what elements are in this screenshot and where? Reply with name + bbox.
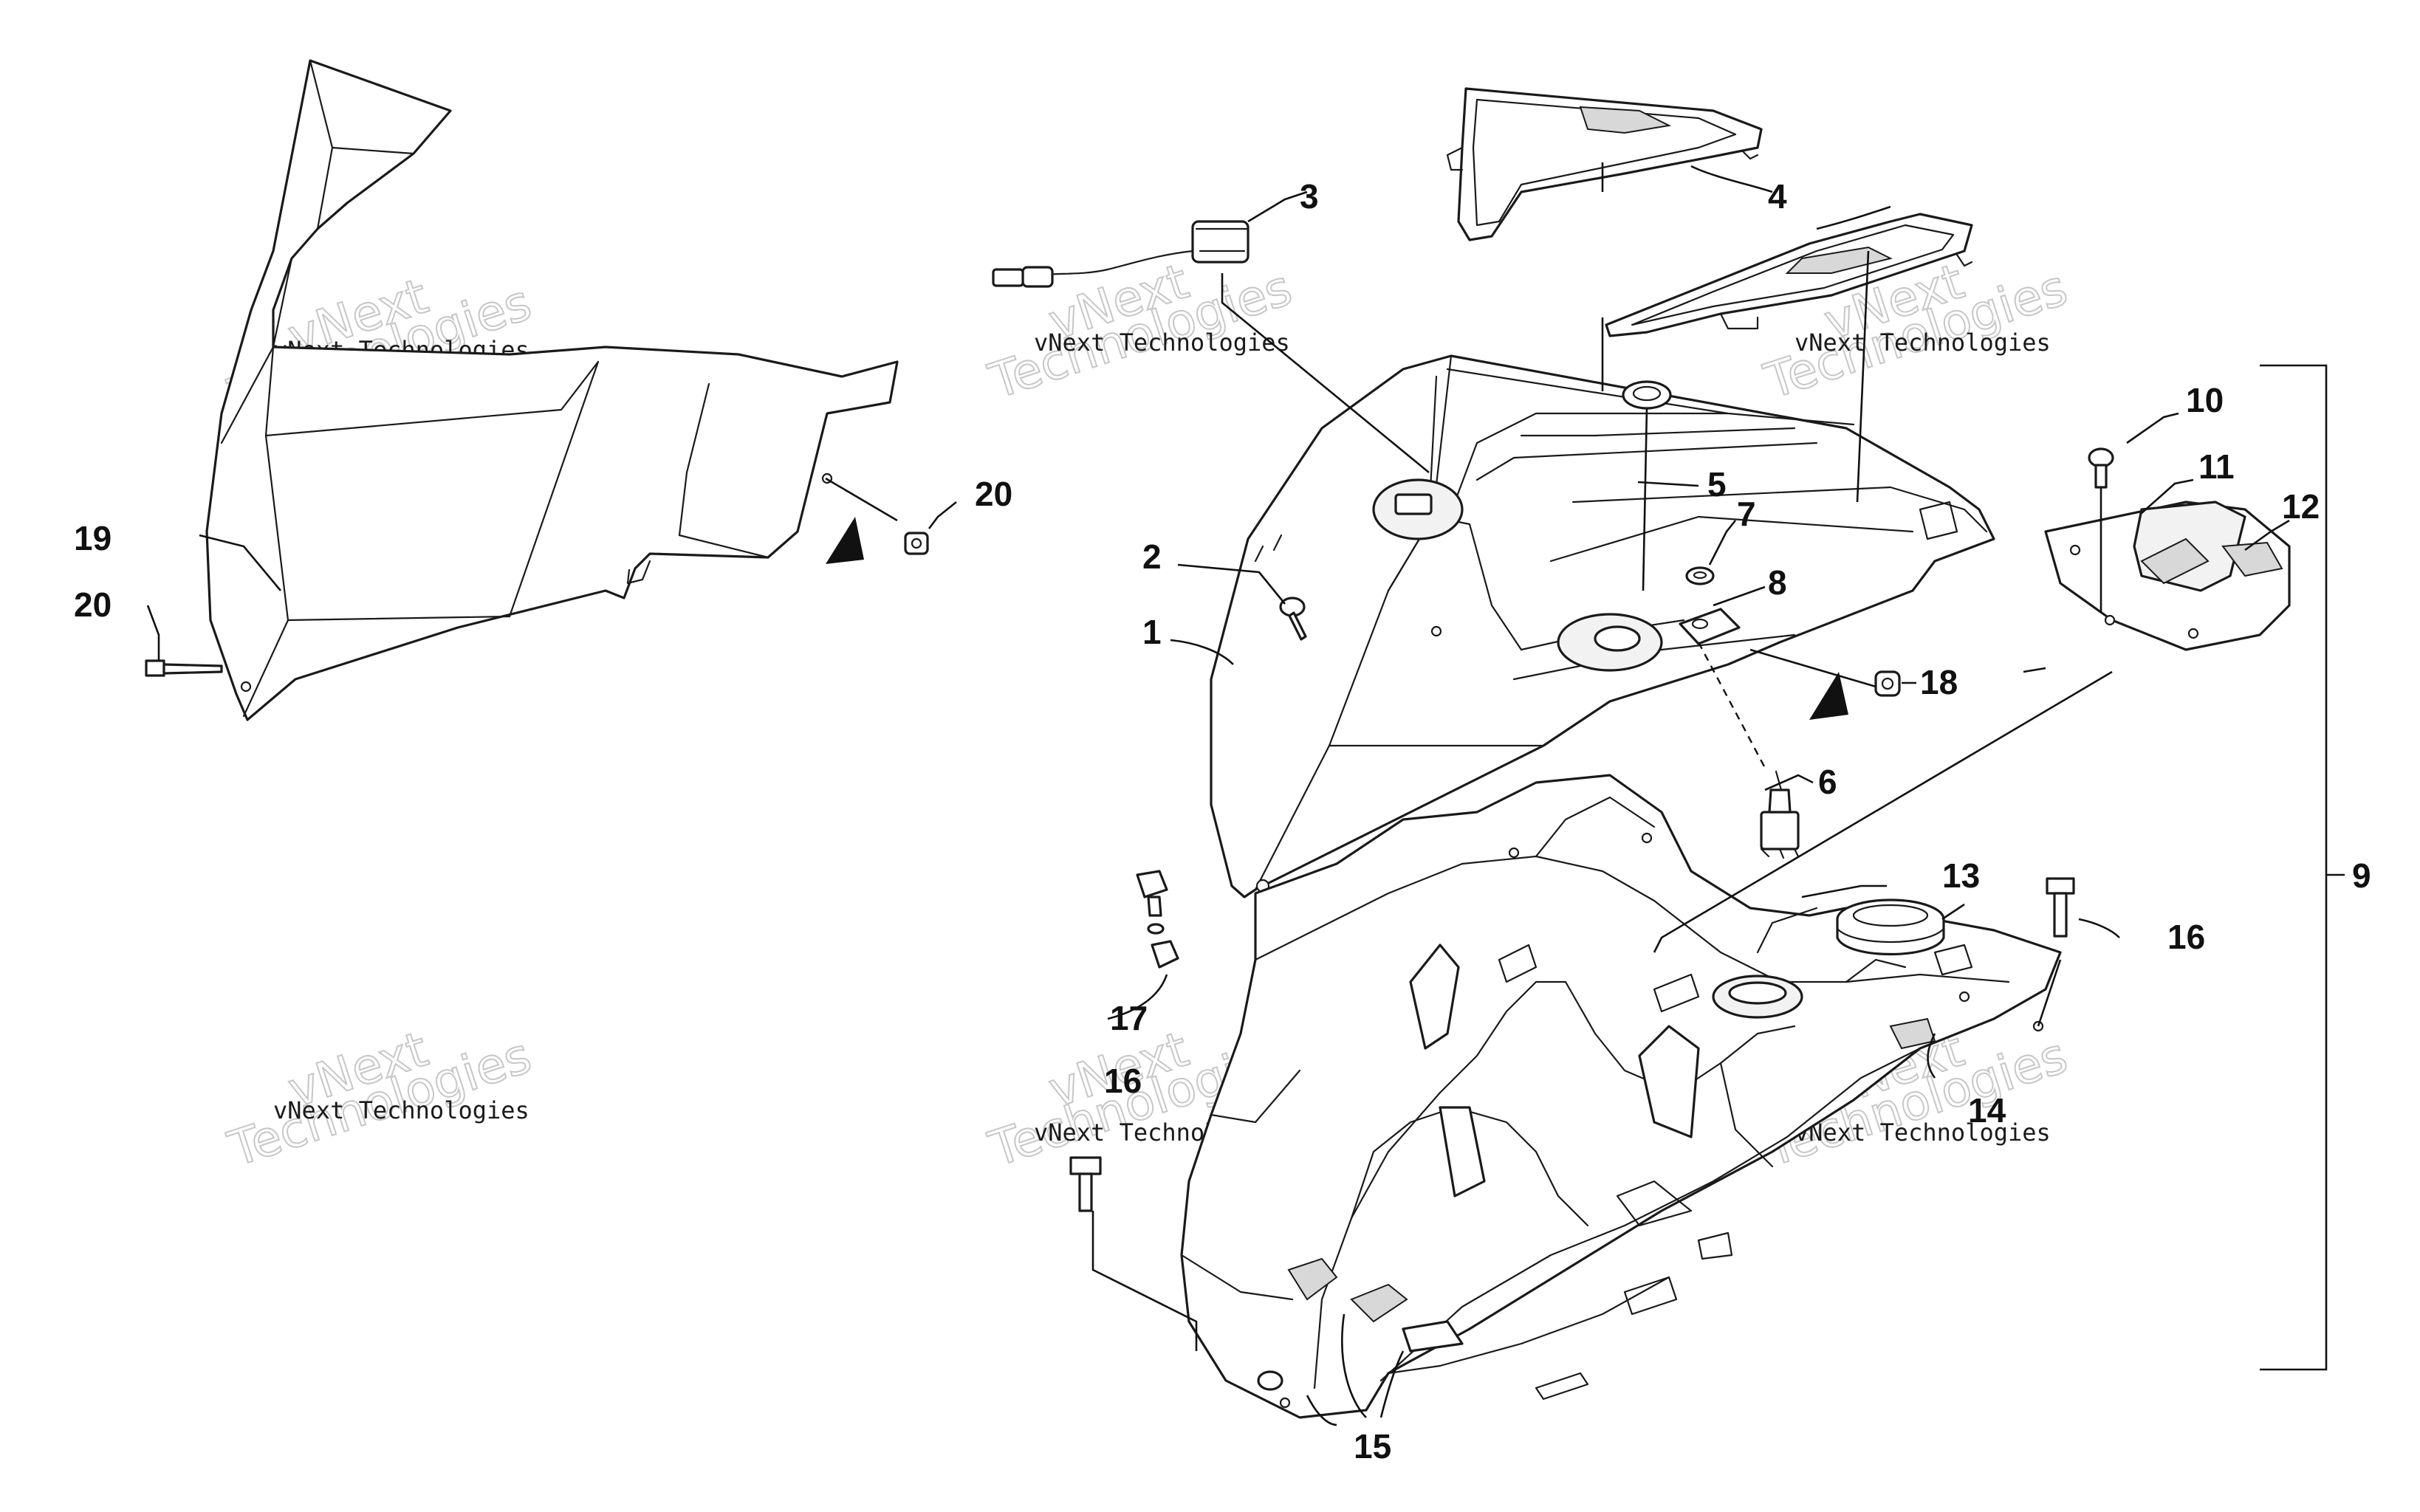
bolt-16-left <box>1069 1156 1102 1212</box>
bolt-16-right <box>2046 877 2075 938</box>
callout-2: 2 <box>1142 537 1162 576</box>
leader-windshield-fastener <box>825 477 898 522</box>
watermark-caption: vNext Technologies <box>1795 1118 2051 1147</box>
callout-15: 15 <box>1354 1427 1391 1465</box>
callout-14: 14 <box>1968 1091 2006 1130</box>
screw-2-part <box>1279 597 1307 641</box>
callout-20-left: 20 <box>74 585 112 624</box>
callout-12: 12 <box>2282 487 2320 526</box>
arrow-marker-right <box>1809 672 1848 720</box>
callout-10: 10 <box>2186 381 2224 419</box>
windshield-part <box>205 59 899 721</box>
callout-1: 1 <box>1142 613 1162 651</box>
callout-6: 6 <box>1818 763 1837 801</box>
watermark-caption: vNext Technologies <box>1795 329 2051 357</box>
wiring-harness-part <box>992 220 1250 288</box>
screw-20-left <box>145 659 223 677</box>
callout-16-left: 16 <box>1104 1062 1142 1100</box>
watermark-bottom-left: vNext Technologies vNext Technologies <box>221 1020 538 1178</box>
nut-20-right <box>904 532 929 555</box>
fastener-17-part <box>1136 870 1179 969</box>
callout-19: 19 <box>74 519 112 557</box>
nut-18-part <box>1874 670 1901 697</box>
bracket-11-part <box>2044 501 2291 651</box>
callout-11: 11 <box>2198 447 2235 486</box>
callout-3: 3 <box>1300 177 1319 216</box>
callout-7: 7 <box>1737 495 1756 533</box>
lens-upper-part <box>1446 87 1763 241</box>
callout-4: 4 <box>1768 177 1787 216</box>
bracket-line-9 <box>2260 364 2328 1371</box>
arrow-marker-left <box>826 517 864 564</box>
hood-upper-part <box>1210 354 1995 898</box>
decal-8-part <box>1679 608 1741 645</box>
watermark-caption: vNext Technologies <box>273 1096 529 1124</box>
lens-lower-part <box>1605 213 1973 337</box>
watermark-caption: vNext Technologies <box>1034 329 1290 357</box>
callout-18: 18 <box>1920 663 1958 701</box>
callout-17: 17 <box>1110 999 1148 1037</box>
toggle-switch-part <box>1760 770 1800 859</box>
callout-labels: 1 2 3 4 5 6 7 8 9 10 11 12 13 14 15 16 1… <box>74 177 2371 1465</box>
leader-lines <box>146 162 2290 1426</box>
callout-5: 5 <box>1707 465 1727 504</box>
callout-20-right: 20 <box>975 475 1012 513</box>
washer-7-part <box>1685 566 1715 585</box>
pin-10-part <box>2088 447 2114 489</box>
callout-8: 8 <box>1768 563 1787 602</box>
grommet-13-part <box>1836 898 1945 956</box>
callout-9: 9 <box>2352 856 2371 895</box>
plug-5-part <box>1622 380 1672 410</box>
callout-13: 13 <box>1942 856 1980 895</box>
callout-16-right: 16 <box>2167 918 2205 956</box>
